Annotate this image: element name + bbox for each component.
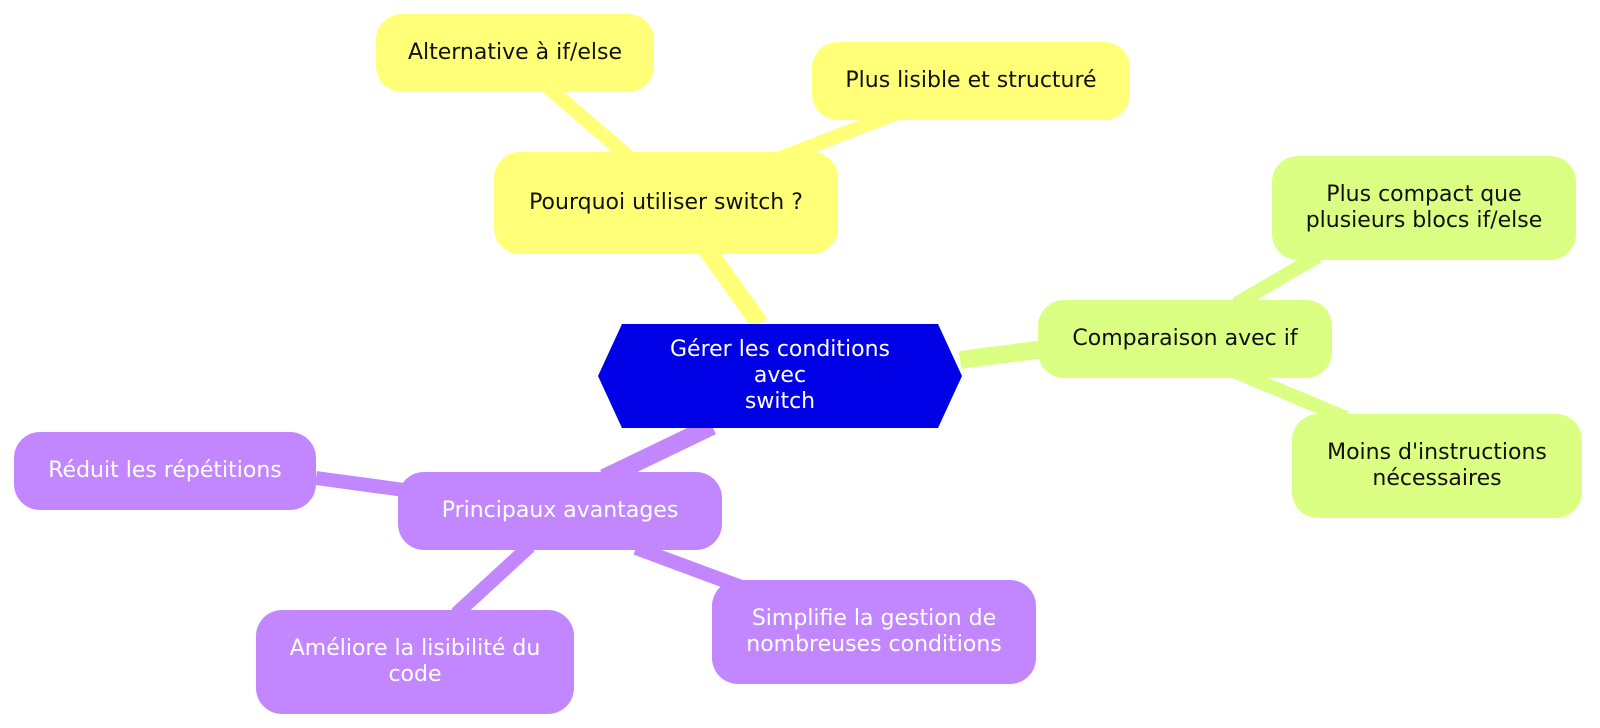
node-label: Comparaison avec if bbox=[1072, 326, 1298, 351]
node-comparaison-avec-if: Comparaison avec if bbox=[1038, 300, 1332, 378]
node-plus-compact: Plus compact que plusieurs blocs if/else bbox=[1272, 156, 1576, 260]
node-moins-instructions: Moins d'instructions nécessaires bbox=[1292, 414, 1582, 518]
edge-compare-moins bbox=[1233, 365, 1349, 425]
node-simplifie-gestion: Simplifie la gestion de nombreuses condi… bbox=[712, 580, 1036, 684]
node-label-line1: Améliore la lisibilité du bbox=[289, 636, 541, 661]
node-label-line1: Simplifie la gestion de bbox=[751, 606, 997, 631]
node-label-line1: Moins d'instructions bbox=[1327, 440, 1547, 465]
root-hexagon bbox=[598, 324, 962, 428]
root-label: Gérer les conditions avec switch bbox=[660, 337, 900, 415]
node-label: Principaux avantages bbox=[441, 498, 679, 523]
node-label: Alternative à if/else bbox=[407, 40, 623, 65]
node-pourquoi-utiliser-switch: Pourquoi utiliser switch ? bbox=[494, 152, 838, 254]
node-label-line2: plusieurs blocs if/else bbox=[1305, 208, 1543, 233]
node-label: Réduit les répétitions bbox=[48, 458, 282, 483]
node-label-line2: code bbox=[388, 662, 442, 687]
node-ameliore-lisibilite: Améliore la lisibilité du code bbox=[256, 610, 574, 714]
node-label: Pourquoi utiliser switch ? bbox=[529, 190, 803, 215]
edge-advantages-ameliore bbox=[451, 540, 535, 620]
node-principaux-avantages: Principaux avantages bbox=[398, 472, 722, 550]
edge-compare-compact bbox=[1232, 249, 1322, 311]
edge-advantages-simplifie bbox=[633, 541, 747, 595]
edge-root-why bbox=[692, 234, 768, 330]
node-label-line1: Plus compact que bbox=[1326, 182, 1522, 207]
root-node: Gérer les conditions avec switch bbox=[596, 324, 964, 428]
edge-root-advantages bbox=[600, 417, 716, 487]
node-reduit-repetitions: Réduit les répétitions bbox=[14, 432, 316, 510]
edge-root-compare bbox=[958, 339, 1054, 369]
edge-why-alternative bbox=[539, 78, 635, 164]
edge-advantages-reduit bbox=[315, 471, 405, 497]
node-alternative-if-else: Alternative à if/else bbox=[376, 14, 654, 92]
root-label-line2: switch bbox=[744, 389, 816, 414]
root-label-line1: Gérer les conditions avec bbox=[670, 337, 890, 388]
node-plus-lisible: Plus lisible et structuré bbox=[812, 42, 1130, 120]
node-label: Plus lisible et structuré bbox=[845, 68, 1097, 93]
node-label-line2: nombreuses conditions bbox=[746, 632, 1002, 657]
node-label-line2: nécessaires bbox=[1372, 466, 1502, 491]
